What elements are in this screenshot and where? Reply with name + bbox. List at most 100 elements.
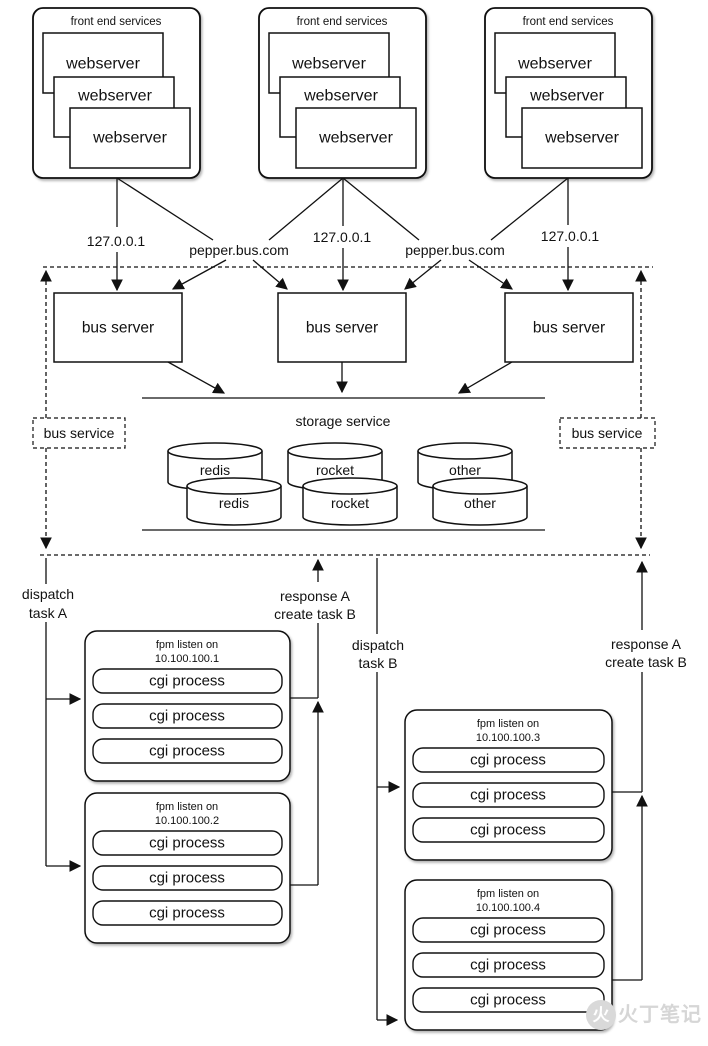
- cylinder-top: [417, 442, 513, 460]
- dispatch-task-a-label-line1: dispatch: [22, 586, 74, 602]
- fpm-pool-header-line1: fpm listen on: [477, 888, 539, 900]
- cylinder-label: other: [464, 495, 496, 511]
- bus-service-label-right: bus service: [572, 425, 643, 441]
- connector-line: [342, 177, 420, 241]
- domain-label-right: pepper.bus.com: [405, 242, 505, 258]
- bus-server-label-2: bus server: [306, 320, 378, 337]
- webserver-label: webserver: [318, 130, 393, 147]
- domain-label-left: pepper.bus.com: [189, 242, 289, 258]
- frontend-to-bus-connectors: [111, 177, 574, 292]
- cylinder-label: redis: [219, 495, 249, 511]
- front-end-cluster-title: front end services: [297, 16, 388, 28]
- cgi-process-label: cgi process: [149, 905, 225, 922]
- webserver-label: webserver: [92, 130, 167, 147]
- task-flow-right: dispatch task B response A create task B: [352, 558, 687, 1026]
- cgi-process-pill: [412, 782, 605, 808]
- cgi-process-label: cgi process: [470, 752, 546, 769]
- fpm-pool-header-line2: 10.100.100.2: [155, 815, 219, 827]
- watermark-text: 火丁笔记: [618, 1002, 702, 1026]
- front-end-cluster-title: front end services: [71, 16, 162, 28]
- bus-server-label-3: bus server: [533, 320, 605, 337]
- webserver-box: [69, 107, 191, 169]
- bus-server-label-1: bus server: [82, 320, 154, 337]
- bus-servers: bus server bus server bus server: [53, 292, 634, 394]
- ip-label-middle: 127.0.0.1: [313, 229, 372, 245]
- fpm-pool-header-line2: 10.100.100.1: [155, 653, 219, 665]
- bus-service-box-right: [559, 417, 656, 449]
- cylinder-top: [186, 477, 282, 495]
- webserver-label: webserver: [303, 88, 378, 105]
- ip-label-left: 127.0.0.1: [87, 233, 146, 249]
- fpm-pool-header-line1: fpm listen on: [156, 639, 218, 651]
- fpm-pool-4: fpm listen on 10.100.100.4 cgi process c…: [404, 879, 613, 1031]
- cgi-process-label: cgi process: [470, 922, 546, 939]
- fpm-pool-header-line1: fpm listen on: [477, 718, 539, 730]
- cgi-process-label: cgi process: [149, 673, 225, 690]
- cgi-process-label: cgi process: [149, 708, 225, 725]
- arrow-bus3-to-storage: [457, 361, 513, 394]
- connector-line: [268, 177, 344, 241]
- fpm-pool-header-line2: 10.100.100.4: [476, 902, 540, 914]
- webserver-label: webserver: [65, 56, 140, 73]
- front-end-cluster-1: front end services webserver webserver w…: [32, 7, 201, 179]
- bus-server-box-1: [53, 292, 183, 363]
- connector-line: [116, 177, 214, 241]
- cylinder-label: other: [449, 462, 481, 478]
- cgi-process-pill: [412, 817, 605, 843]
- arrow-domain-left-to-bus1: [171, 259, 227, 290]
- cgi-process-label: cgi process: [470, 957, 546, 974]
- arrow-domain-right-to-bus2: [404, 259, 442, 290]
- task-flow-left: dispatch task A response A create task B: [22, 558, 356, 886]
- cylinder-top: [302, 477, 398, 495]
- cylinder-label: rocket: [331, 495, 369, 511]
- cylinder-label: rocket: [316, 462, 354, 478]
- arrow-domain-right-to-bus3: [468, 259, 513, 290]
- cylinder-body: [432, 486, 528, 526]
- connector-line: [490, 177, 569, 241]
- cgi-process-pill: [412, 747, 605, 773]
- dispatch-task-a-label-line2: task A: [29, 605, 68, 621]
- cylinder-top: [167, 442, 263, 460]
- bus-service-box-left: [32, 417, 126, 449]
- cylinder-top: [287, 442, 383, 460]
- cgi-process-label: cgi process: [470, 822, 546, 839]
- cgi-process-pill: [412, 952, 605, 978]
- cgi-process-pill: [92, 830, 283, 856]
- bus-server-box-3: [504, 292, 634, 363]
- front-end-cluster-3: front end services webserver webserver w…: [484, 7, 653, 179]
- watermark-logo-icon: [586, 1000, 616, 1030]
- webserver-box: [295, 107, 417, 169]
- arrow-bus1-to-storage: [167, 361, 226, 394]
- webserver-label: webserver: [529, 88, 604, 105]
- webserver-label: webserver: [291, 56, 366, 73]
- watermark: 火 火丁笔记: [586, 1000, 702, 1030]
- response-right-label-line2: create task B: [605, 654, 687, 670]
- cgi-process-label: cgi process: [470, 992, 546, 1009]
- fpm-pool-header-line2: 10.100.100.3: [476, 732, 540, 744]
- front-end-cluster-2: front end services webserver webserver w…: [258, 7, 427, 179]
- webserver-box: [521, 107, 643, 169]
- cgi-process-pill: [412, 987, 605, 1013]
- fpm-pool-header-line1: fpm listen on: [156, 801, 218, 813]
- fpm-pool-1: fpm listen on 10.100.100.1 cgi process c…: [84, 630, 291, 782]
- cylinder-label: redis: [200, 462, 230, 478]
- cylinder-top: [432, 477, 528, 495]
- cgi-process-pill: [412, 917, 605, 943]
- storage-service-title: storage service: [296, 413, 391, 429]
- webserver-label: webserver: [517, 56, 592, 73]
- dispatch-task-b-label-line2: task B: [359, 655, 398, 671]
- cgi-process-pill: [92, 703, 283, 729]
- bus-service-label-left: bus service: [44, 425, 115, 441]
- bus-service-boundary: bus service bus service: [32, 266, 656, 556]
- storage-cylinder-other-front: other: [432, 477, 528, 526]
- response-left-label-line1: response A: [280, 588, 351, 604]
- watermark-logo-glyph: 火: [593, 1006, 611, 1025]
- storage-cylinder-rocket-front: rocket: [302, 477, 398, 526]
- bus-server-box-2: [277, 292, 407, 363]
- cgi-process-pill: [92, 865, 283, 891]
- fpm-pool-2: fpm listen on 10.100.100.2 cgi process c…: [84, 792, 291, 944]
- cgi-process-label: cgi process: [149, 743, 225, 760]
- cylinder-body: [302, 486, 398, 526]
